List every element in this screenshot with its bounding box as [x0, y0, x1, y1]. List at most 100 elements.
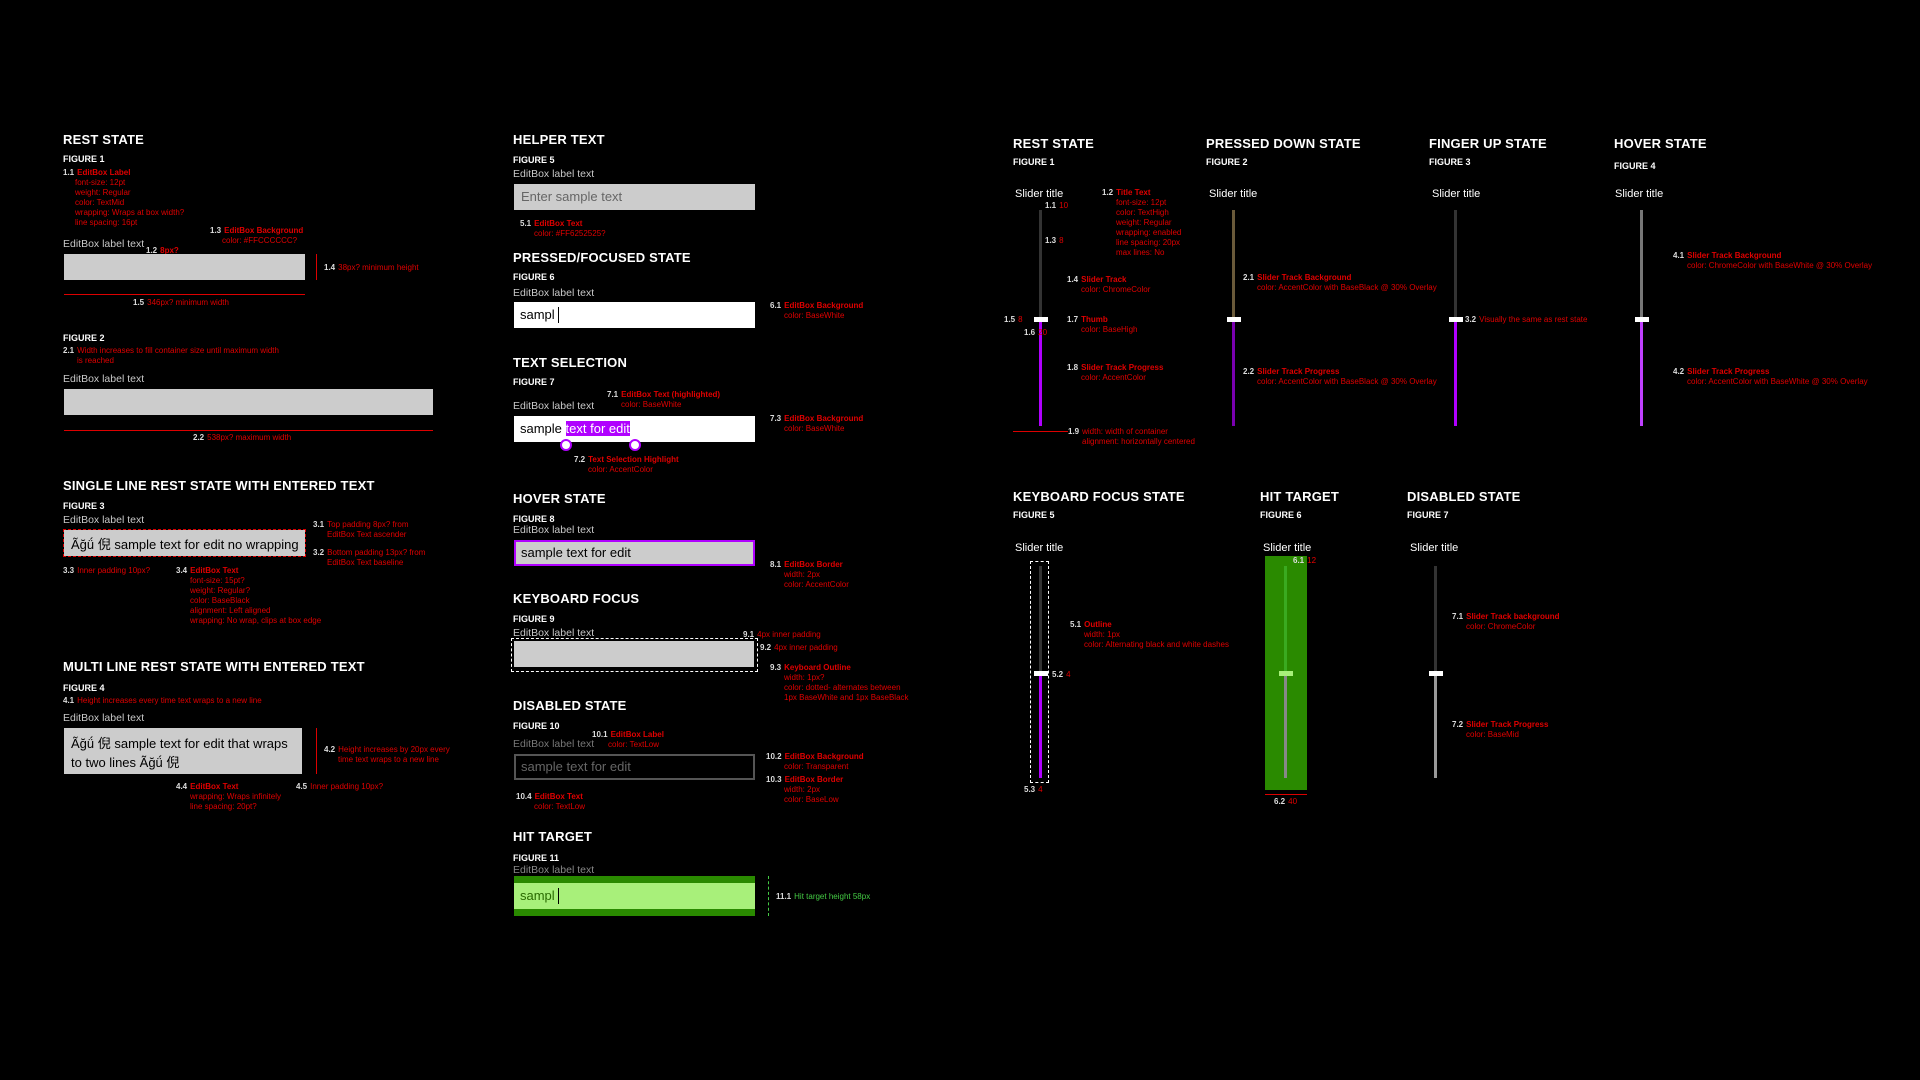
ann-head: Keyboard Outline: [784, 663, 851, 672]
ann-num: 1.2: [1102, 188, 1114, 197]
ann-head: EditBox Label: [77, 168, 131, 177]
ann-num: 1.3: [1045, 236, 1057, 245]
ann-num: 5.2: [1052, 670, 1064, 679]
ann-num: 9.1: [743, 630, 755, 639]
slider-track: [1434, 566, 1437, 672]
figure-label: FIGURE 3: [63, 501, 105, 511]
editbox-label: EditBox label text: [63, 373, 145, 385]
keyboard-focus-outline: [1030, 561, 1049, 783]
ann-text: Inner padding 10px?: [77, 566, 151, 575]
ann-num: 2.2: [1243, 367, 1255, 376]
slider-thumb[interactable]: [1227, 317, 1241, 322]
ann-line: color: BaseBlack: [190, 596, 250, 605]
ann-text: Height increases by 20px every: [338, 745, 450, 754]
text-caret: [558, 307, 559, 323]
section-title: KEYBOARD FOCUS STATE: [1013, 489, 1185, 504]
measure-line: [64, 430, 433, 431]
ann-text: 40: [1288, 797, 1298, 806]
ann-text: Bottom padding 13px? from: [327, 548, 426, 557]
editbox-label: EditBox label text: [513, 627, 595, 639]
ann-num: 1.6: [1024, 328, 1036, 337]
ann-line: weight: Regular: [75, 188, 131, 197]
ann-line: color: Alternating black and white dashe…: [1084, 640, 1229, 649]
ann-line: color: BaseWhite: [784, 424, 845, 433]
ann-line: max lines: No: [1116, 248, 1165, 257]
ann-head: EditBox Text: [534, 792, 583, 801]
section-title: HELPER TEXT: [513, 132, 605, 147]
editbox-helper[interactable]: Enter sample text: [514, 184, 755, 210]
editbox-hit-target[interactable]: sampl: [514, 883, 755, 909]
ann-num: 3.2: [313, 548, 325, 557]
section-title: DISABLED STATE: [1407, 489, 1521, 504]
editbox-focused[interactable]: sampl: [514, 302, 755, 328]
ann-line: line spacing: 16pt: [75, 218, 138, 227]
ann-line: color: TextHigh: [1116, 208, 1169, 217]
section-title: KEYBOARD FOCUS: [513, 591, 640, 606]
ann-head: EditBox Background: [784, 301, 864, 310]
ann-text: 346px? minimum width: [147, 298, 229, 307]
editbox-text: sample text for edit: [521, 545, 631, 560]
ann-num: 1.1: [63, 168, 75, 177]
slider-thumb[interactable]: [1034, 317, 1048, 322]
figure-label: FIGURE 2: [1206, 157, 1248, 167]
editbox-rest[interactable]: [64, 254, 305, 280]
ann-text: 12: [1307, 556, 1317, 565]
measure-line: [316, 254, 317, 280]
slider-thumb[interactable]: [1034, 671, 1048, 676]
slider-thumb[interactable]: [1449, 317, 1463, 322]
ann-head: Slider Track Background: [1257, 273, 1352, 282]
ann-text: 38px? minimum height: [338, 263, 419, 272]
slider-title: Slider title: [1263, 542, 1312, 554]
ann-line: is reached: [77, 356, 114, 365]
ann-num: 3.4: [176, 566, 188, 575]
ann-num: 2.1: [1243, 273, 1255, 282]
editbox-keyboard-focus[interactable]: [514, 641, 754, 667]
selection-gripper-start[interactable]: [560, 439, 572, 451]
ann-line: 1px BaseWhite and 1px BaseBlack: [784, 693, 909, 702]
editbox-selection[interactable]: sample text for edit: [514, 416, 755, 442]
editbox-hover[interactable]: sample text for edit: [514, 540, 755, 566]
ann-num: 1.4: [324, 263, 336, 272]
ann-num: 4.2: [324, 745, 336, 754]
ann-text: Width increases to fill container size u…: [77, 346, 279, 355]
ann-num: 7.3: [770, 414, 782, 423]
slider-thumb[interactable]: [1279, 671, 1293, 676]
editbox-max-width[interactable]: [64, 389, 433, 415]
ann-line: color: BaseWhite: [621, 400, 682, 409]
editbox-multi-line[interactable]: Ãğǘ 倪 sample text for edit that wraps to…: [64, 728, 302, 774]
editbox-text: sampl: [520, 888, 555, 903]
text-caret: [558, 888, 559, 904]
ann-line: wrapping: Wraps at box width?: [75, 208, 185, 217]
ann-line: color: AccentColor with BaseBlack @ 30% …: [1257, 283, 1437, 292]
slider-track: [1454, 210, 1457, 318]
ann-line: EditBox Text ascender: [327, 530, 407, 539]
section-title: DISABLED STATE: [513, 698, 627, 713]
selection-gripper-end[interactable]: [629, 439, 641, 451]
ann-line: font-size: 12pt: [75, 178, 126, 187]
ann-line: color: AccentColor: [588, 465, 653, 474]
ann-line: color: BaseLow: [784, 795, 839, 804]
editbox-single-line[interactable]: Ãğǘ 倪 sample text for edit no wrapping: [63, 529, 306, 557]
ann-num: 10.1: [592, 730, 608, 739]
slider-track: [1284, 566, 1287, 672]
section-title: SINGLE LINE REST STATE WITH ENTERED TEXT: [63, 478, 375, 493]
ann-head: Title Text: [1116, 188, 1151, 197]
editbox-text: Ãğǘ 倪 sample text for edit no wrapping: [71, 537, 299, 552]
ann-line: weight: Regular?: [190, 586, 251, 595]
slider-thumb[interactable]: [1635, 317, 1649, 322]
ann-line: color: AccentColor: [1081, 373, 1146, 382]
ann-text: Height increases every time text wraps t…: [77, 696, 262, 705]
